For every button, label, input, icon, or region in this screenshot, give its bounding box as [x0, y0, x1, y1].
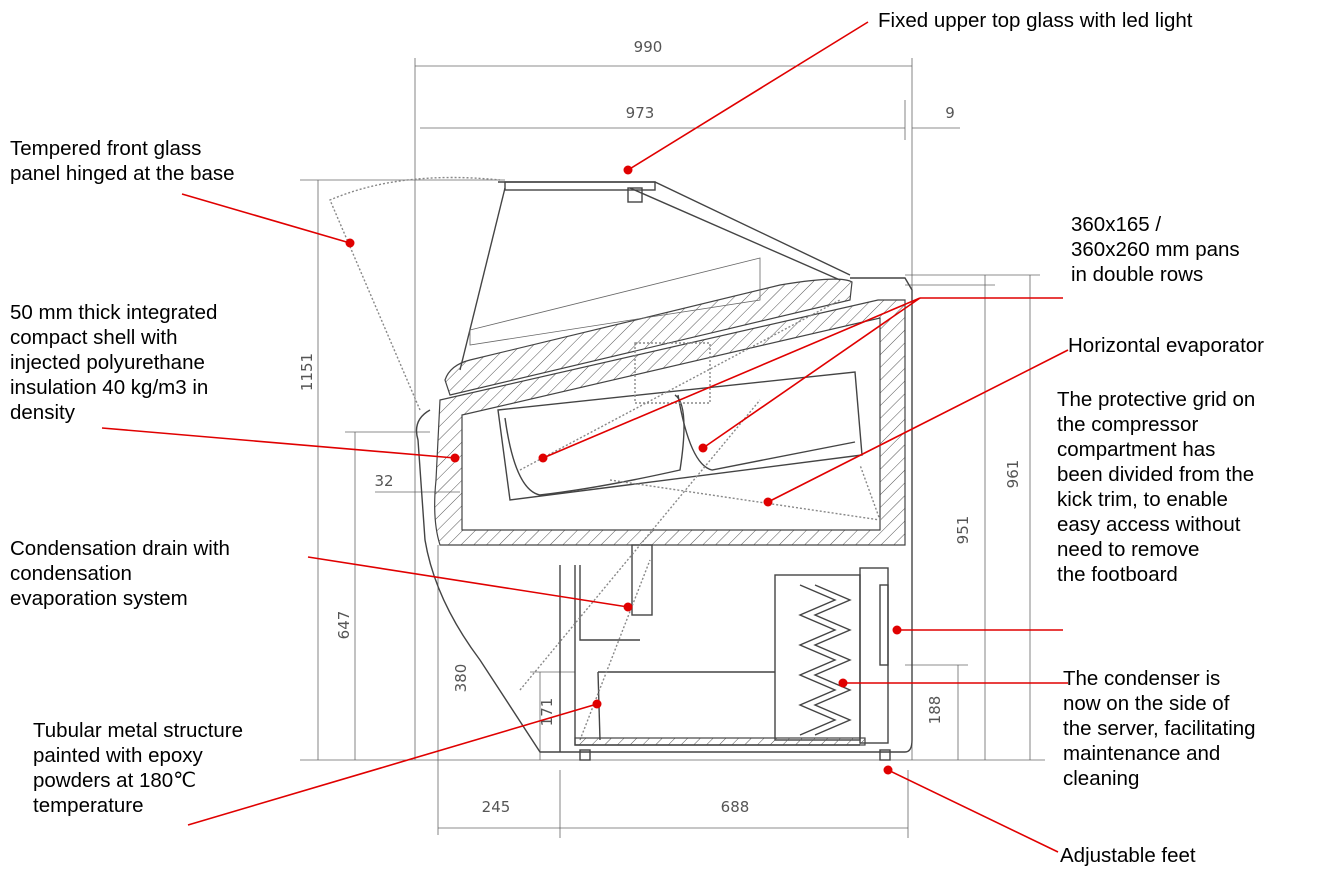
- dimension-973: 973: [626, 104, 655, 122]
- label-adjustable-feet: Adjustable feet: [1060, 844, 1196, 867]
- leader-lines: [101, 21, 1069, 853]
- dimension-188: 188: [926, 696, 944, 725]
- dimension-647: 647: [335, 611, 353, 640]
- counter-body: [329, 176, 913, 761]
- dimension-990: 990: [634, 38, 663, 56]
- dimension-245: 245: [482, 798, 511, 816]
- label-protective-grid: The protective grid on the compressor co…: [1057, 388, 1256, 586]
- label-condenser: The condenser is now on the side of the …: [1063, 667, 1256, 790]
- label-tempered-front-glass: Tempered front glass panel hinged at the…: [10, 137, 235, 185]
- dimension-171: 171: [538, 698, 556, 727]
- label-horizontal-evaporator: Horizontal evaporator: [1068, 334, 1264, 357]
- label-tubular-metal-structure: Tubular metal structure painted with epo…: [33, 719, 244, 817]
- dimension-9: 9: [945, 104, 955, 122]
- label-compact-shell: 50 mm thick integrated compact shell wit…: [10, 301, 218, 424]
- dimension-380: 380: [452, 664, 470, 693]
- dimension-951: 951: [954, 516, 972, 545]
- label-fixed-upper-top-glass: Fixed upper top glass with led light: [878, 9, 1193, 32]
- dimension-32: 32: [374, 472, 393, 490]
- label-condensation-drain: Condensation drain with condensation eva…: [10, 537, 230, 610]
- dimension-1151: 1151: [298, 353, 316, 391]
- label-pans: 360x165 / 360x260 mm pans in double rows: [1071, 213, 1240, 286]
- dimension-688: 688: [721, 798, 750, 816]
- dimension-961: 961: [1004, 460, 1022, 489]
